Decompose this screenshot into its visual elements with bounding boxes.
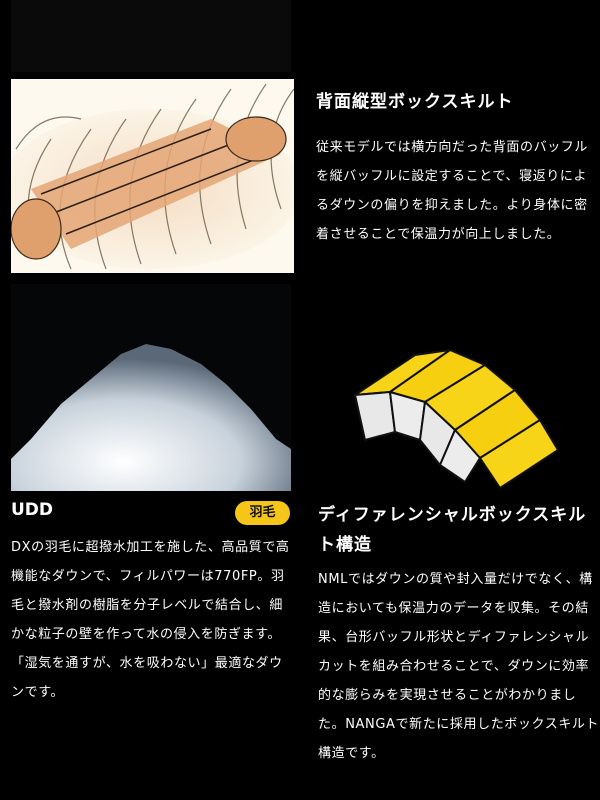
top-image-placeholder	[11, 0, 291, 72]
sleeping-bag-illustration	[11, 79, 294, 273]
down-feather-photo	[11, 284, 291, 491]
udd-title: UDD	[11, 500, 54, 520]
back-box-quilt-body: 従来モデルでは横方向だった背面のバッフルを縦バッフルに設定することで、寝返りによ…	[316, 140, 589, 242]
back-box-quilt-title: 背面縦型ボックスキルト	[316, 92, 514, 112]
udd-body: DXの羽毛に超撥水加工を施した、高品質で高機能なダウンで、フィルパワーは770F…	[11, 540, 290, 700]
feather-badge: 羽毛	[235, 501, 290, 525]
differential-body: NMLではダウンの質や封入量だけでなく、構造においても保温力のデータを収集。その…	[318, 572, 600, 761]
differential-title: ディファレンシャルボックスキルト構造	[318, 505, 587, 555]
box-quilt-diagram	[340, 340, 580, 490]
